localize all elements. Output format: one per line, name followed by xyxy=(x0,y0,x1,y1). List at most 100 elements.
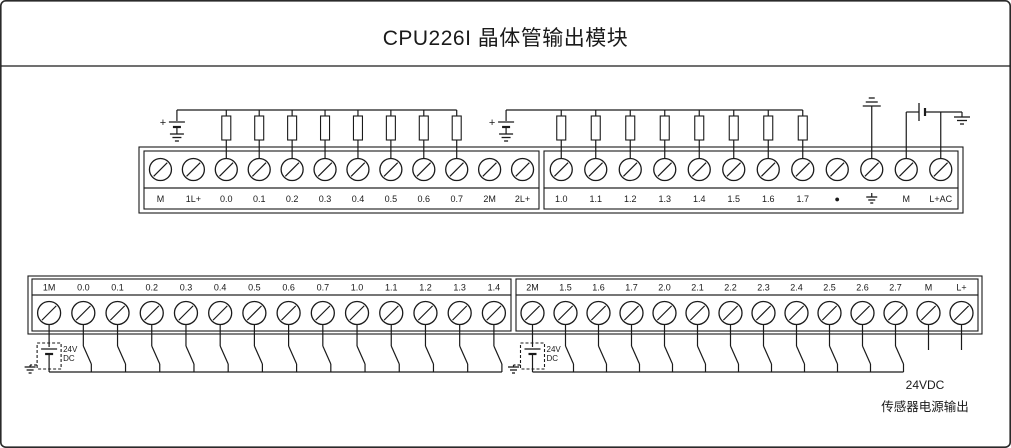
supply-voltage-label: 24V xyxy=(547,345,562,354)
terminal-slash xyxy=(251,162,267,177)
terminal-slash xyxy=(315,305,331,321)
terminal-label: 2.6 xyxy=(856,283,869,293)
terminal-slash xyxy=(449,162,464,177)
terminal-slash xyxy=(219,162,234,177)
terminal-label: 1.5 xyxy=(559,283,572,293)
terminal-slash xyxy=(722,305,739,321)
terminal-label: 1L+ xyxy=(186,194,201,204)
terminal-label: 2.4 xyxy=(790,283,803,293)
input-wiring-group-1: 24VDC xyxy=(24,324,503,374)
terminal-slash xyxy=(887,305,904,321)
terminal-slash xyxy=(623,305,640,321)
terminal-slash xyxy=(692,162,707,177)
terminal-slash xyxy=(920,305,937,321)
bottom-strip-outline xyxy=(27,275,983,335)
terminal-label: 0.0 xyxy=(77,283,90,293)
switch-blade xyxy=(597,345,608,365)
terminal-circle xyxy=(148,157,173,182)
terminal-slash xyxy=(588,162,603,177)
terminal-slash xyxy=(795,162,810,177)
switch-blade xyxy=(729,345,740,365)
terminal-label: 2.1 xyxy=(691,283,704,293)
switch-blade xyxy=(894,345,905,365)
terminal-label: 0.5 xyxy=(248,283,261,293)
terminal-label: 0.7 xyxy=(317,283,330,293)
terminal-slash xyxy=(726,162,741,177)
terminal-label: 2.0 xyxy=(658,283,671,293)
terminal-slash xyxy=(590,305,607,321)
plus-label: + xyxy=(489,117,495,129)
terminal-label: 0.1 xyxy=(253,194,266,204)
terminal-row-box xyxy=(31,294,512,332)
terminal-label: 0.3 xyxy=(180,283,193,293)
terminal-slash xyxy=(178,305,194,321)
terminal-circle xyxy=(825,157,849,182)
terminal-slash xyxy=(186,162,201,177)
top-strip-outline xyxy=(138,146,964,214)
terminal-slash xyxy=(144,305,160,321)
terminal-label: 0.1 xyxy=(111,283,124,293)
switch-blade xyxy=(219,345,229,365)
terminal-slash xyxy=(557,305,574,321)
terminal-slash xyxy=(317,162,333,177)
terminal-slash xyxy=(452,305,468,321)
switch-blade xyxy=(630,345,641,365)
terminal-label: 0.3 xyxy=(319,194,332,204)
switch-blade xyxy=(322,345,332,365)
terminal-label: 0.2 xyxy=(286,194,299,204)
terminal-slash xyxy=(755,305,772,321)
input-wiring-group-2: 24VDC xyxy=(508,324,963,374)
label-row-box xyxy=(143,187,540,210)
terminal-label: 2L+ xyxy=(515,194,530,204)
terminal-slash xyxy=(350,162,366,177)
terminal-label: 0.7 xyxy=(450,194,463,204)
terminal-slash xyxy=(349,305,365,321)
switch-blade xyxy=(493,345,503,365)
switch-blade xyxy=(82,345,92,365)
terminal-screw xyxy=(825,157,849,182)
switch-blade xyxy=(356,345,366,365)
terminal-label: 1.7 xyxy=(625,283,638,293)
supply-voltage-label: 24V xyxy=(63,345,78,354)
terminal-slash xyxy=(482,162,497,177)
terminal-slash xyxy=(524,305,541,321)
terminal-slash xyxy=(284,162,300,177)
terminal-label: 1.3 xyxy=(658,194,671,204)
terminal-label: 2.3 xyxy=(757,283,770,293)
terminal-label: 1.1 xyxy=(589,194,602,204)
terminal-label: 1.6 xyxy=(762,194,775,204)
terminal-row-box xyxy=(515,294,979,332)
switch-blade xyxy=(116,345,127,365)
supply-dashed-box xyxy=(519,342,546,370)
terminal-label: 0.4 xyxy=(214,283,227,293)
terminal-label: 1.6 xyxy=(592,283,605,293)
terminal-slash xyxy=(623,162,638,177)
terminal-slash xyxy=(953,305,970,321)
terminal-slash xyxy=(821,305,838,321)
terminal-slash xyxy=(486,305,502,321)
terminal-slash xyxy=(761,162,776,177)
switch-blade xyxy=(795,345,806,365)
terminal-screw xyxy=(510,157,535,182)
terminal-slash xyxy=(281,305,297,321)
supply-dashed-box xyxy=(36,342,62,370)
terminal-slash xyxy=(788,305,805,321)
terminal-label: 1.4 xyxy=(488,283,501,293)
terminal-label: M xyxy=(925,283,933,293)
page-title: CPU226I 晶体管输出模块 xyxy=(383,27,629,50)
switch-blade xyxy=(861,345,872,365)
terminal-label: 1.2 xyxy=(624,194,637,204)
terminal-label: ● xyxy=(835,194,840,204)
terminal-slash xyxy=(383,162,399,177)
terminal-label: 1.1 xyxy=(385,283,398,293)
switch-blade xyxy=(390,345,400,365)
supply-voltage-label: DC xyxy=(63,354,75,363)
terminal-screw xyxy=(181,157,206,182)
sensor-power-label: 24VDC xyxy=(906,378,945,392)
terminal-label: 1.2 xyxy=(419,283,432,293)
terminal-slash xyxy=(554,162,569,177)
